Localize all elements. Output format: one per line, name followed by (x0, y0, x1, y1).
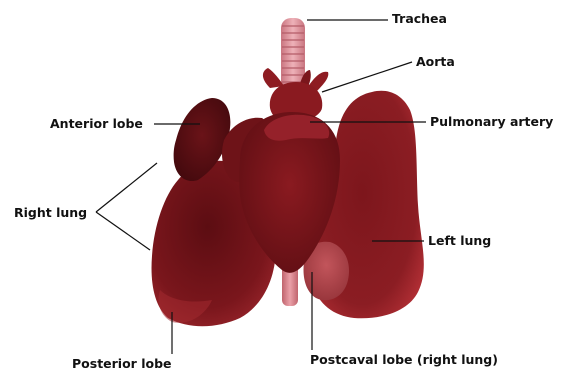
label-aorta: Aorta (416, 55, 455, 69)
label-anterior-lobe: Anterior lobe (50, 117, 143, 131)
label-right-lung: Right lung (14, 206, 87, 220)
right-lung-leader-upper (96, 163, 157, 212)
label-pulmonary-artery: Pulmonary artery (430, 115, 553, 129)
right-lung-leader-lower (96, 212, 150, 250)
aorta-leader (322, 62, 412, 92)
label-posterior-lobe: Posterior lobe (72, 357, 172, 371)
label-trachea: Trachea (392, 12, 447, 26)
label-left-lung: Left lung (428, 234, 491, 248)
label-postcaval-lobe: Postcaval lobe (right lung) (310, 353, 498, 367)
